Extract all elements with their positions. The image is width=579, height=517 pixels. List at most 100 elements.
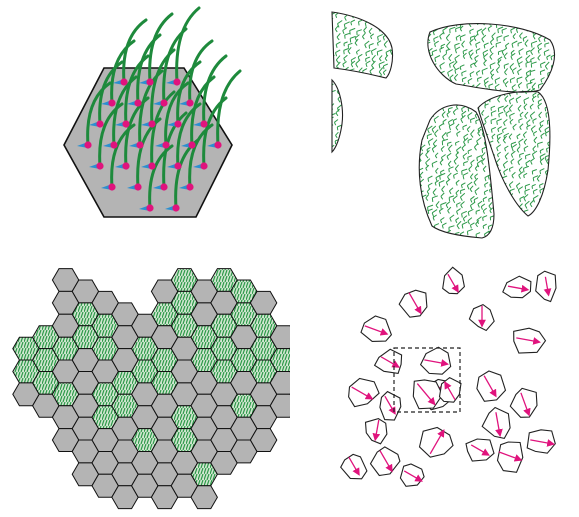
polarity-arrow-icon xyxy=(379,450,393,473)
root-dot-icon xyxy=(162,141,170,149)
piece-upper-right-outline xyxy=(427,23,555,93)
hair-strand-icon xyxy=(148,144,174,210)
honeycomb-panel xyxy=(0,258,290,517)
tissue-pieces-panel xyxy=(290,0,579,258)
hair-strand-icon xyxy=(190,75,216,147)
polarity-arrow-icon xyxy=(444,381,456,401)
root-dot-icon xyxy=(200,120,208,128)
hair-strand-icon xyxy=(164,81,190,147)
polarity-arrow-icon xyxy=(516,337,541,345)
polarity-arrow-icon xyxy=(543,276,552,297)
root-dot-icon xyxy=(148,162,156,170)
tissue-piece xyxy=(509,387,538,418)
piece-upper-left-hairs xyxy=(332,12,393,78)
root-dot-icon xyxy=(84,141,92,149)
polarity-arrow-icon xyxy=(364,325,389,336)
bare-cell xyxy=(269,393,290,418)
tissue-piece xyxy=(419,346,452,375)
polarity-arrow-icon xyxy=(416,383,436,406)
bare-cell xyxy=(269,371,290,395)
tissue-pieces-diagram xyxy=(331,11,555,239)
root-dot-icon xyxy=(134,99,142,107)
polarity-arrow-icon xyxy=(384,395,396,415)
piece-middle-right-outline xyxy=(477,91,551,217)
bare-cell xyxy=(190,485,218,510)
piece-middle-left-hairs xyxy=(419,105,494,238)
bare-cell xyxy=(249,428,278,452)
polarity-arrow-icon xyxy=(483,375,497,398)
single-cell-panel xyxy=(0,0,290,258)
root-dot-icon xyxy=(146,204,154,212)
hair-strand-icon xyxy=(175,6,201,84)
hair-strand-icon xyxy=(124,96,150,168)
root-dot-icon xyxy=(160,183,168,191)
root-layer xyxy=(77,78,222,212)
polarity-pieces-panel xyxy=(290,258,579,517)
polarity-arrow-icon xyxy=(348,456,360,476)
piece-left-strip-outline xyxy=(331,78,344,154)
hair-strand-icon xyxy=(202,96,228,168)
tissue-piece xyxy=(369,446,401,477)
single-cell-diagram xyxy=(63,6,242,218)
polarity-arrow-icon xyxy=(495,412,503,437)
bare-cell xyxy=(269,325,290,350)
polarity-arrow-icon xyxy=(530,439,555,447)
polarity-arrow-icon xyxy=(408,292,422,315)
polarity-arrow-icon xyxy=(520,392,531,417)
piece-middle-left-outline xyxy=(418,104,495,239)
hair-strand-icon xyxy=(112,75,138,147)
hair-strand-icon xyxy=(86,81,112,147)
polarity-arrow-icon xyxy=(351,386,374,400)
hair-strand-icon xyxy=(162,27,188,105)
root-dot-icon xyxy=(120,78,128,86)
root-dot-icon xyxy=(122,162,130,170)
tissue-piece xyxy=(535,270,557,303)
honeycomb-diagram xyxy=(12,268,290,510)
root-dot-icon xyxy=(160,99,168,107)
polarity-pieces-diagram xyxy=(340,266,557,487)
root-dot-icon xyxy=(214,141,222,149)
root-dot-icon xyxy=(188,141,196,149)
polarity-arrow-icon xyxy=(507,284,530,293)
piece-middle-right-hairs xyxy=(478,91,550,216)
piece-upper-right-hairs xyxy=(427,23,555,93)
root-dot-icon xyxy=(96,120,104,128)
root-dot-icon xyxy=(186,183,194,191)
polarity-arrow-icon xyxy=(424,359,449,367)
root-dot-icon xyxy=(110,141,118,149)
highlight-box xyxy=(393,347,461,413)
tissue-piece xyxy=(348,377,380,408)
tissue-piece xyxy=(442,266,465,295)
root-dot-icon xyxy=(108,99,116,107)
hair-strand-icon xyxy=(150,48,176,126)
polarity-arrow-icon xyxy=(498,451,523,462)
tissue-piece xyxy=(481,406,511,440)
hair-strand-icon xyxy=(188,123,214,189)
tissue-piece xyxy=(360,315,393,342)
root-dot-icon xyxy=(174,120,182,128)
polarity-arrow-icon xyxy=(429,429,445,455)
root-dot-icon xyxy=(134,183,142,191)
root-dot-icon xyxy=(108,183,116,191)
piece-upper-left-outline xyxy=(331,11,394,79)
root-dot-icon xyxy=(136,141,144,149)
root-dot-icon xyxy=(96,162,104,170)
root-dot-icon xyxy=(173,78,181,86)
tissue-piece xyxy=(398,289,428,318)
hair-strand-icon xyxy=(110,123,136,189)
root-dot-icon xyxy=(148,120,156,128)
polarity-arrow-icon xyxy=(380,356,400,368)
root-dot-icon xyxy=(200,162,208,170)
tissue-piece xyxy=(502,275,532,299)
root-dot-icon xyxy=(122,120,130,128)
hair-strand-icon xyxy=(98,102,124,168)
tissue-piece xyxy=(496,441,524,473)
root-dot-icon xyxy=(172,204,180,212)
hair-strand-icon xyxy=(176,102,202,168)
polarity-arrow-icon xyxy=(447,273,459,293)
tissue-piece xyxy=(476,370,507,402)
haired-cell xyxy=(269,348,290,372)
root-dot-icon xyxy=(146,78,154,86)
hair-layer xyxy=(86,6,242,210)
polarity-arrow-icon xyxy=(470,444,490,456)
